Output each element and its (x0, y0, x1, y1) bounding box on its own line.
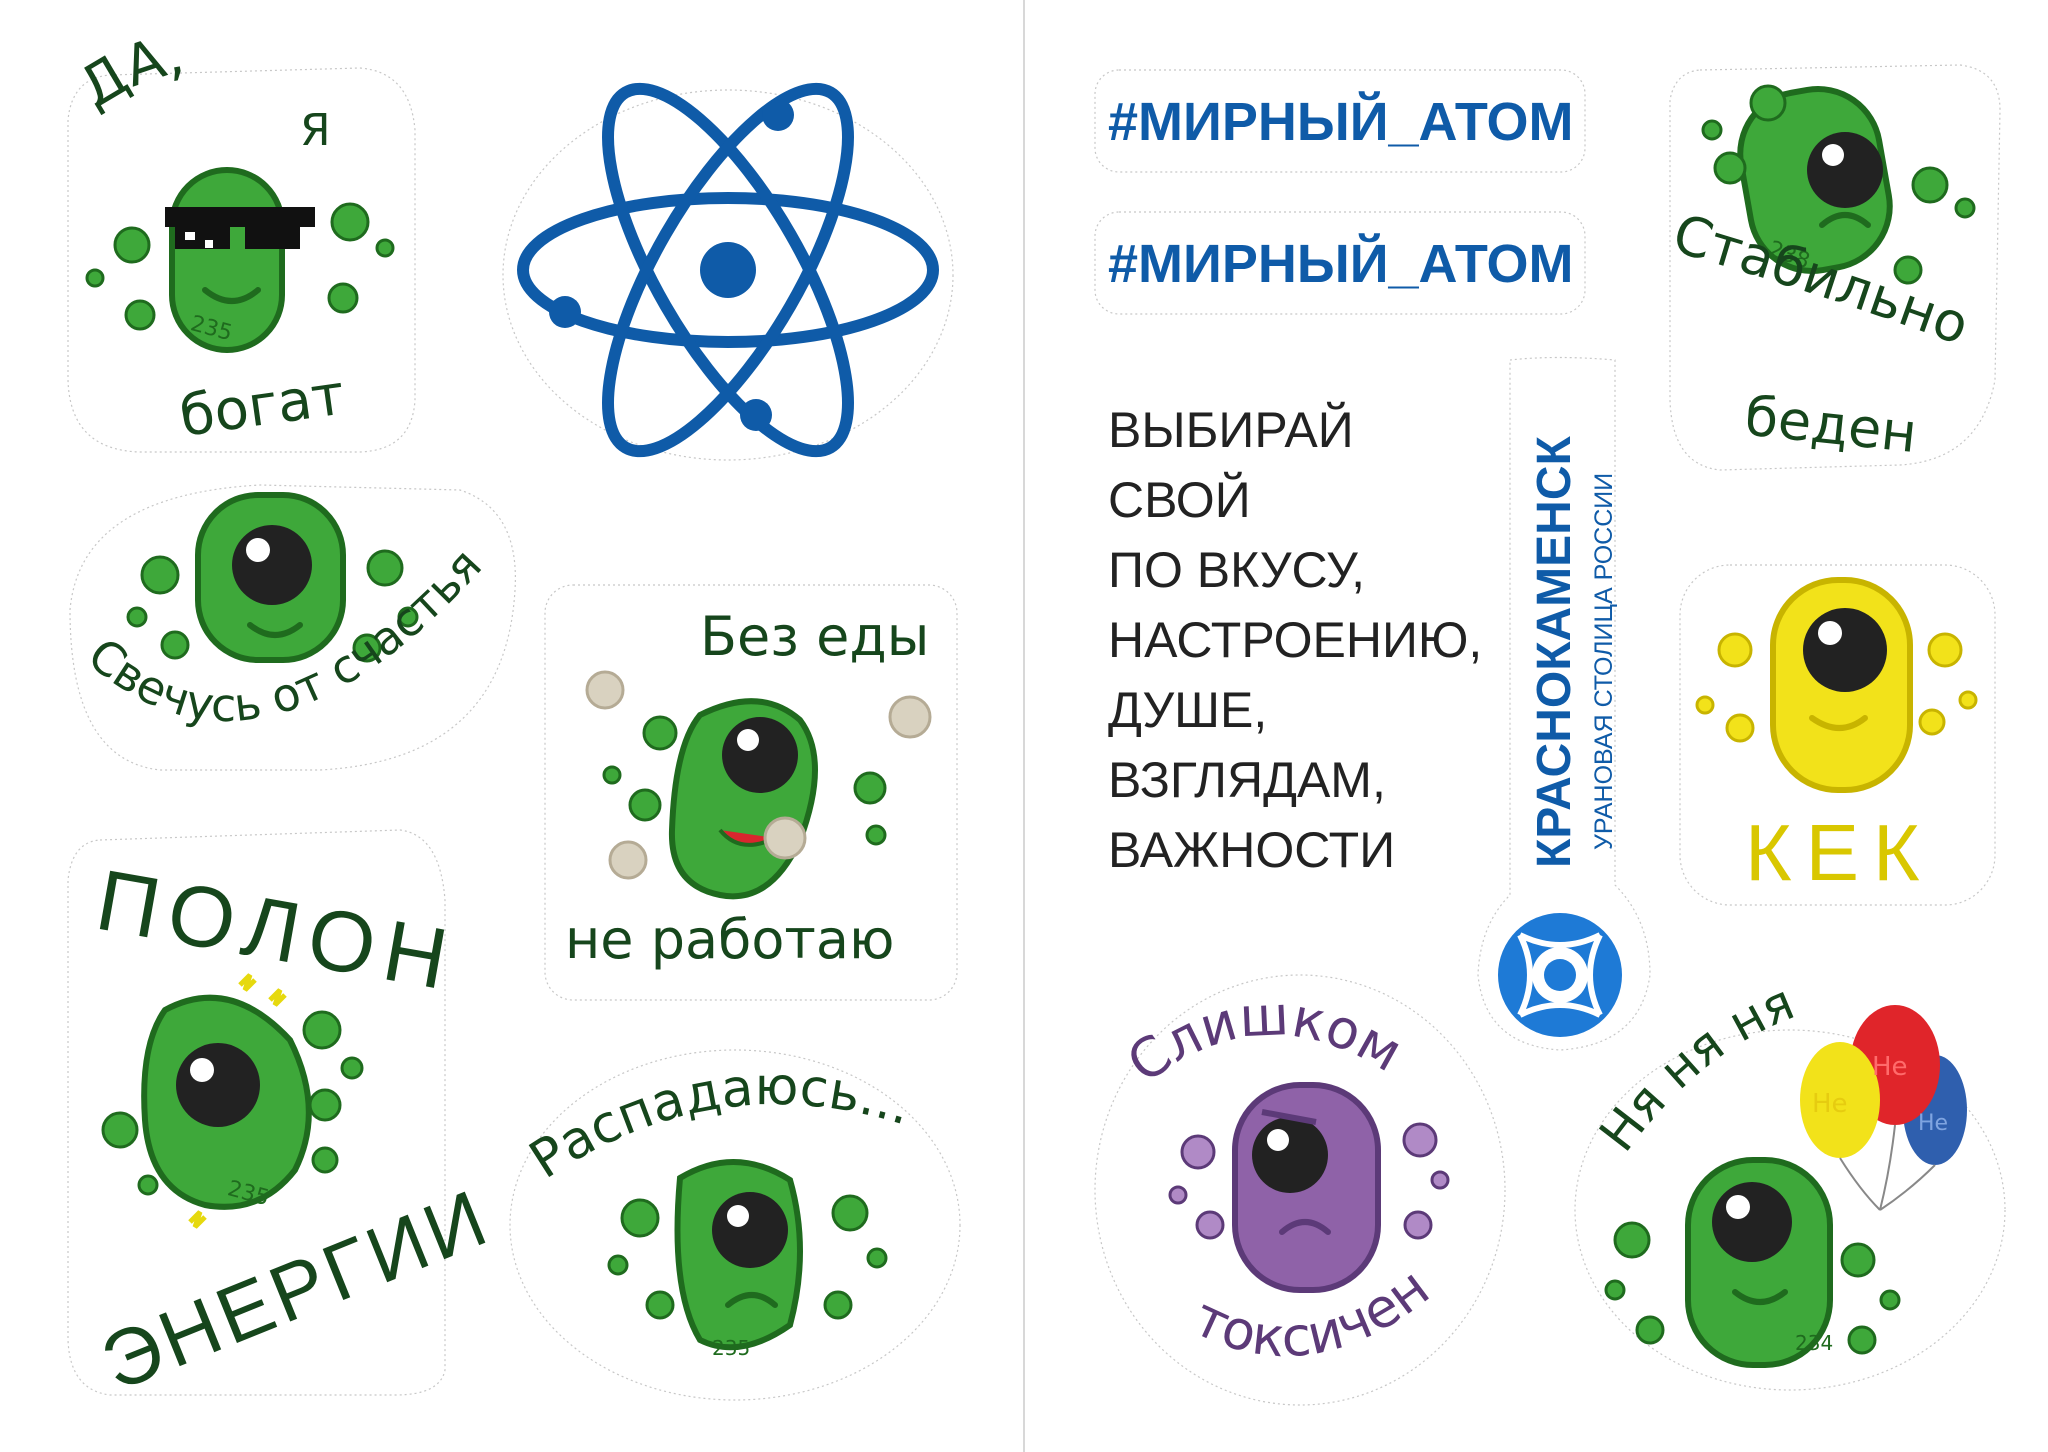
sticker-outline (1094, 211, 1586, 315)
rich-line2: Я (300, 105, 331, 156)
sticker-toxic[interactable]: Слишком токсичен (1094, 974, 1506, 1406)
germ-green: 234 (1685, 1157, 1833, 1368)
no-food-top: Без еды (700, 605, 929, 668)
choose-line: НАСТРОЕНИЮ, (1108, 612, 1482, 668)
sticker-no-food[interactable]: Без еды не работаю (544, 584, 958, 1001)
germ-green: 235 (674, 1159, 803, 1360)
city-subtitle: УРАНОВАЯ СТОЛИЦА РОССИИ (1590, 473, 1618, 850)
germ-green (195, 492, 346, 663)
purple-dots (1168, 1122, 1450, 1240)
choose-line: ПО ВКУСУ, (1108, 542, 1365, 598)
sticker-outline (1477, 356, 1651, 1051)
kek-caption: КЕК (1745, 808, 1934, 897)
germ-green: 235 (141, 994, 312, 1211)
green-dots (126, 549, 419, 663)
decay-number: 235 (712, 1336, 750, 1360)
nyanya-number: 234 (1795, 1331, 1833, 1355)
choose-line: СВОЙ (1108, 471, 1251, 528)
sticker-happy[interactable]: Свечусь от счастья (69, 484, 516, 771)
pixel-sunglasses-icon (165, 207, 315, 249)
sticker-city[interactable]: КРАСНОКАМЕНСК УРАНОВАЯ СТОЛИЦА РОССИИ (1477, 356, 1651, 1051)
sticker-nyanya[interactable]: Ня ня ня Не Не Не 234 (1574, 973, 2006, 1391)
city-emblem-icon (1498, 913, 1622, 1037)
food-crumbs (585, 670, 932, 880)
green-dots (1604, 1221, 1901, 1355)
sticker-hashtag-2[interactable]: #МИРНЫЙ_АТОМ (1094, 211, 1586, 315)
green-dots (602, 715, 887, 846)
sticker-hashtag-1[interactable]: #МИРНЫЙ_АТОМ (1094, 69, 1586, 173)
green-dots (101, 1010, 364, 1196)
choose-lines: ВЫБИРАЙ СВОЙ ПО ВКУСУ, НАСТРОЕНИЮ, ДУШЕ,… (1108, 401, 1496, 878)
balloon-label: Не (1918, 1111, 1948, 1136)
sticker-stable[interactable]: 238 Стабильно беден (1666, 64, 2001, 471)
germ-green: 235 (169, 167, 285, 353)
sticker-outline (1094, 69, 1586, 173)
sticker-decay[interactable]: Распадаюсь... 235 (509, 1049, 961, 1401)
choose-line: ВАЖНОСТИ (1108, 822, 1395, 878)
green-dots (607, 1194, 888, 1320)
sticker-rich[interactable]: ДА, Я богат 235 (67, 22, 416, 453)
germ-green: 238 (1737, 86, 1893, 274)
city-name: КРАСНОКАМЕНСК (1528, 435, 1581, 868)
green-dots (1701, 84, 1976, 285)
choose-text-block: ВЫБИРАЙ СВОЙ ПО ВКУСУ, НАСТРОЕНИЮ, ДУШЕ,… (1108, 401, 1496, 878)
green-dots (85, 202, 395, 331)
hashtag-text: #МИРНЫЙ_АТОМ (1108, 233, 1574, 294)
atom-icon (517, 82, 939, 458)
choose-line: ДУШЕ, (1108, 682, 1267, 738)
germ-purple (1232, 1082, 1381, 1293)
balloons-icon: Не Не Не (1800, 1005, 1967, 1211)
balloon-label: Не (1872, 1052, 1908, 1082)
balloon-label: Не (1812, 1089, 1848, 1119)
no-food-bottom: не работаю (565, 908, 894, 971)
choose-line: ВЫБИРАЙ (1108, 401, 1354, 458)
yellow-dots (1695, 632, 1978, 743)
hashtag-text: #МИРНЫЙ_АТОМ (1108, 91, 1574, 152)
choose-line: ВЗГЛЯДАМ, (1108, 752, 1386, 808)
sticker-kek[interactable]: КЕК (1679, 564, 1996, 906)
sticker-atom[interactable] (502, 56, 954, 483)
germ-yellow (1770, 577, 1913, 793)
sticker-energy[interactable]: ПОЛОН ЭНЕРГИИ 235 (67, 829, 502, 1407)
spark-icon (188, 973, 287, 1229)
